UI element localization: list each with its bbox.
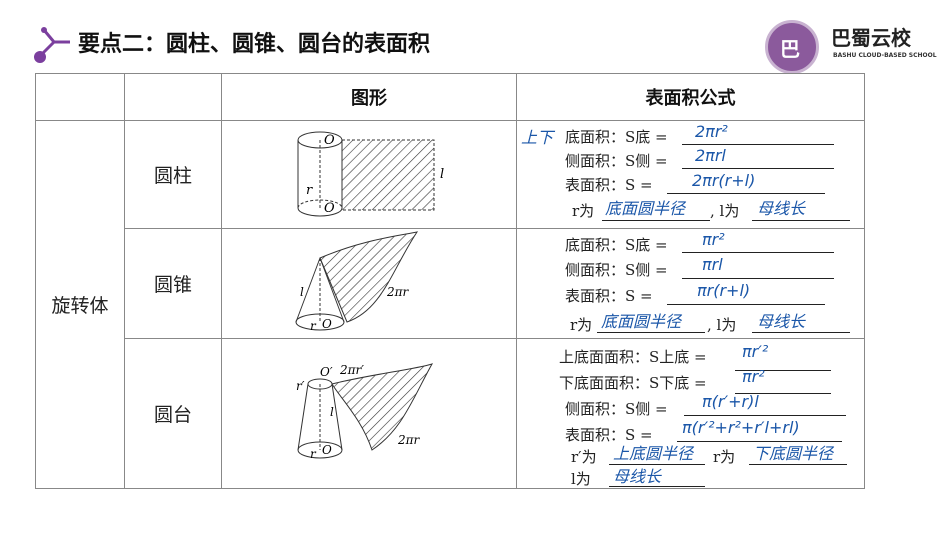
header-formula: 表面积公式 bbox=[516, 73, 865, 121]
surface-area-table: 图形 表面积公式 旋转体 圆柱 O O r l 上下 底面积：S底 =2πr² 侧面… bbox=[35, 73, 865, 489]
svg-text:r: r bbox=[310, 447, 317, 461]
svg-text:2πr: 2πr bbox=[397, 433, 421, 447]
group-label: 旋转体 bbox=[35, 120, 125, 489]
molecule-icon bbox=[34, 27, 70, 63]
svg-text:O′: O′ bbox=[320, 365, 333, 379]
page-title: 要点二：圆柱、圆锥、圆台的表面积 bbox=[78, 32, 431, 57]
svg-text:l: l bbox=[440, 167, 444, 182]
cylinder-figure: O O r l bbox=[221, 120, 517, 229]
handwritten-note: 上下 bbox=[521, 127, 554, 147]
svg-text:O: O bbox=[324, 133, 335, 148]
svg-text:l: l bbox=[300, 285, 304, 299]
row-name: 圆锥 bbox=[124, 228, 222, 339]
header-row: 图形 表面积公式 bbox=[35, 73, 865, 121]
cone-formulas: 底面积：S底 =πr² 侧面积：S侧 =πrl 表面积：S =πr(r+l) r… bbox=[516, 228, 865, 339]
svg-text:r′: r′ bbox=[296, 379, 305, 393]
table-row: 旋转体 圆柱 O O r l 上下 底面积：S底 =2πr² 侧面积：S侧 =2πr… bbox=[35, 120, 865, 489]
svg-text:O: O bbox=[322, 443, 332, 457]
svg-text:r: r bbox=[306, 183, 313, 198]
row-name: 圆柱 bbox=[124, 120, 222, 229]
svg-text:r: r bbox=[310, 319, 317, 333]
svg-text:O: O bbox=[322, 317, 332, 331]
svg-text:l: l bbox=[330, 405, 334, 419]
svg-text:2πr′: 2πr′ bbox=[339, 363, 364, 377]
row-name: 圆台 bbox=[124, 338, 222, 489]
svg-text:2πr: 2πr bbox=[386, 285, 410, 299]
svg-text:O: O bbox=[324, 201, 335, 216]
seal-icon: 巴 bbox=[765, 20, 819, 74]
cylinder-formulas: 上下 底面积：S底 =2πr² 侧面积：S侧 =2πrl 表面积：S =2πr(… bbox=[516, 120, 865, 229]
logo: 巴 巴蜀云校 BASHU CLOUD-BASED SCHOOL bbox=[765, 16, 945, 74]
header-figure: 图形 bbox=[221, 73, 517, 121]
frustum-formulas: 上底面面积：S上底 =πr′² 下底面面积：S下底 =πr² 侧面积：S侧 =π… bbox=[516, 338, 865, 489]
logo-name: 巴蜀云校 bbox=[831, 26, 911, 50]
logo-subtitle: BASHU CLOUD-BASED SCHOOL bbox=[833, 52, 937, 59]
